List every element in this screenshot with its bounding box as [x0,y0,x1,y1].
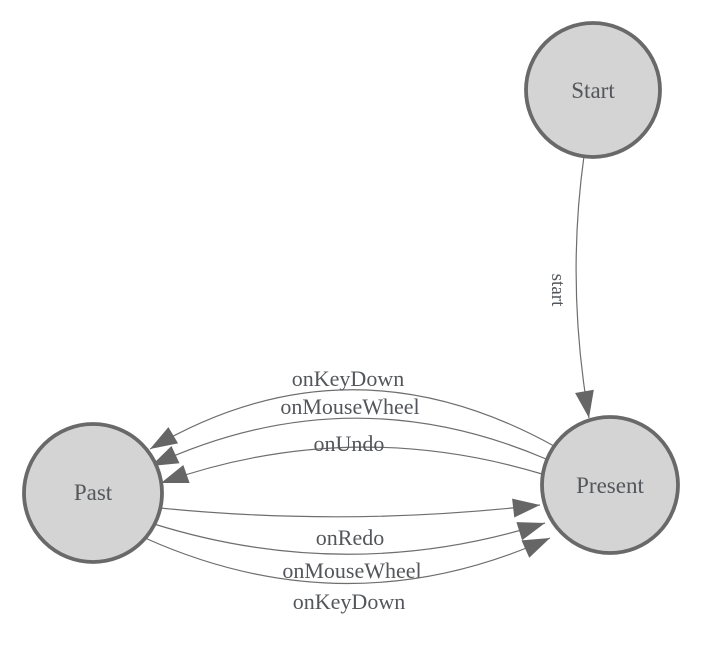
edge-label-onredo: onRedo [316,525,384,550]
edge-onmousewheel-to-present: onMouseWheel [153,522,546,583]
arrowhead-icon [151,445,180,466]
arrowhead-icon [575,389,594,418]
node-start: Start [524,21,662,159]
edge-onmousewheel-to-past-path[interactable] [150,417,547,467]
edge-label-onmousewheel-to-past: onMouseWheel [280,394,419,419]
arrowhead-icon [521,538,550,558]
edge-onredo: onRedo [159,498,541,550]
edge-onundo: onUndo [160,431,543,484]
edge-label-onmousewheel-to-present: onMouseWheel [282,558,421,583]
edge-onkeydown-to-past-path[interactable] [149,389,555,450]
edge-onundo-path[interactable] [160,446,543,484]
edge-start: start [547,155,594,419]
node-present: Present [540,415,680,555]
arrowhead-icon [150,427,179,449]
arrowhead-icon [516,522,545,541]
node-present-circle[interactable] [540,415,680,555]
node-past-circle[interactable] [22,422,164,564]
edge-onmousewheel-to-past: onMouseWheel [150,394,547,467]
edge-start-path[interactable] [575,155,590,419]
edge-label-onundo: onUndo [314,431,385,456]
edge-onredo-path[interactable] [159,504,541,518]
edge-label-start: start [547,274,568,307]
edge-onkeydown-to-present: onKeyDown [144,537,551,614]
arrowhead-icon [161,465,190,483]
node-past: Past [22,422,164,564]
edge-onkeydown-to-past: onKeyDown [149,366,555,450]
node-start-circle[interactable] [524,21,662,159]
edge-onmousewheel-to-present-path[interactable] [153,522,546,555]
edge-label-onkeydown-to-past: onKeyDown [292,366,404,391]
edge-onkeydown-to-present-path[interactable] [144,537,551,584]
edge-label-onkeydown-to-present: onKeyDown [293,589,405,614]
arrowhead-icon [512,498,540,518]
